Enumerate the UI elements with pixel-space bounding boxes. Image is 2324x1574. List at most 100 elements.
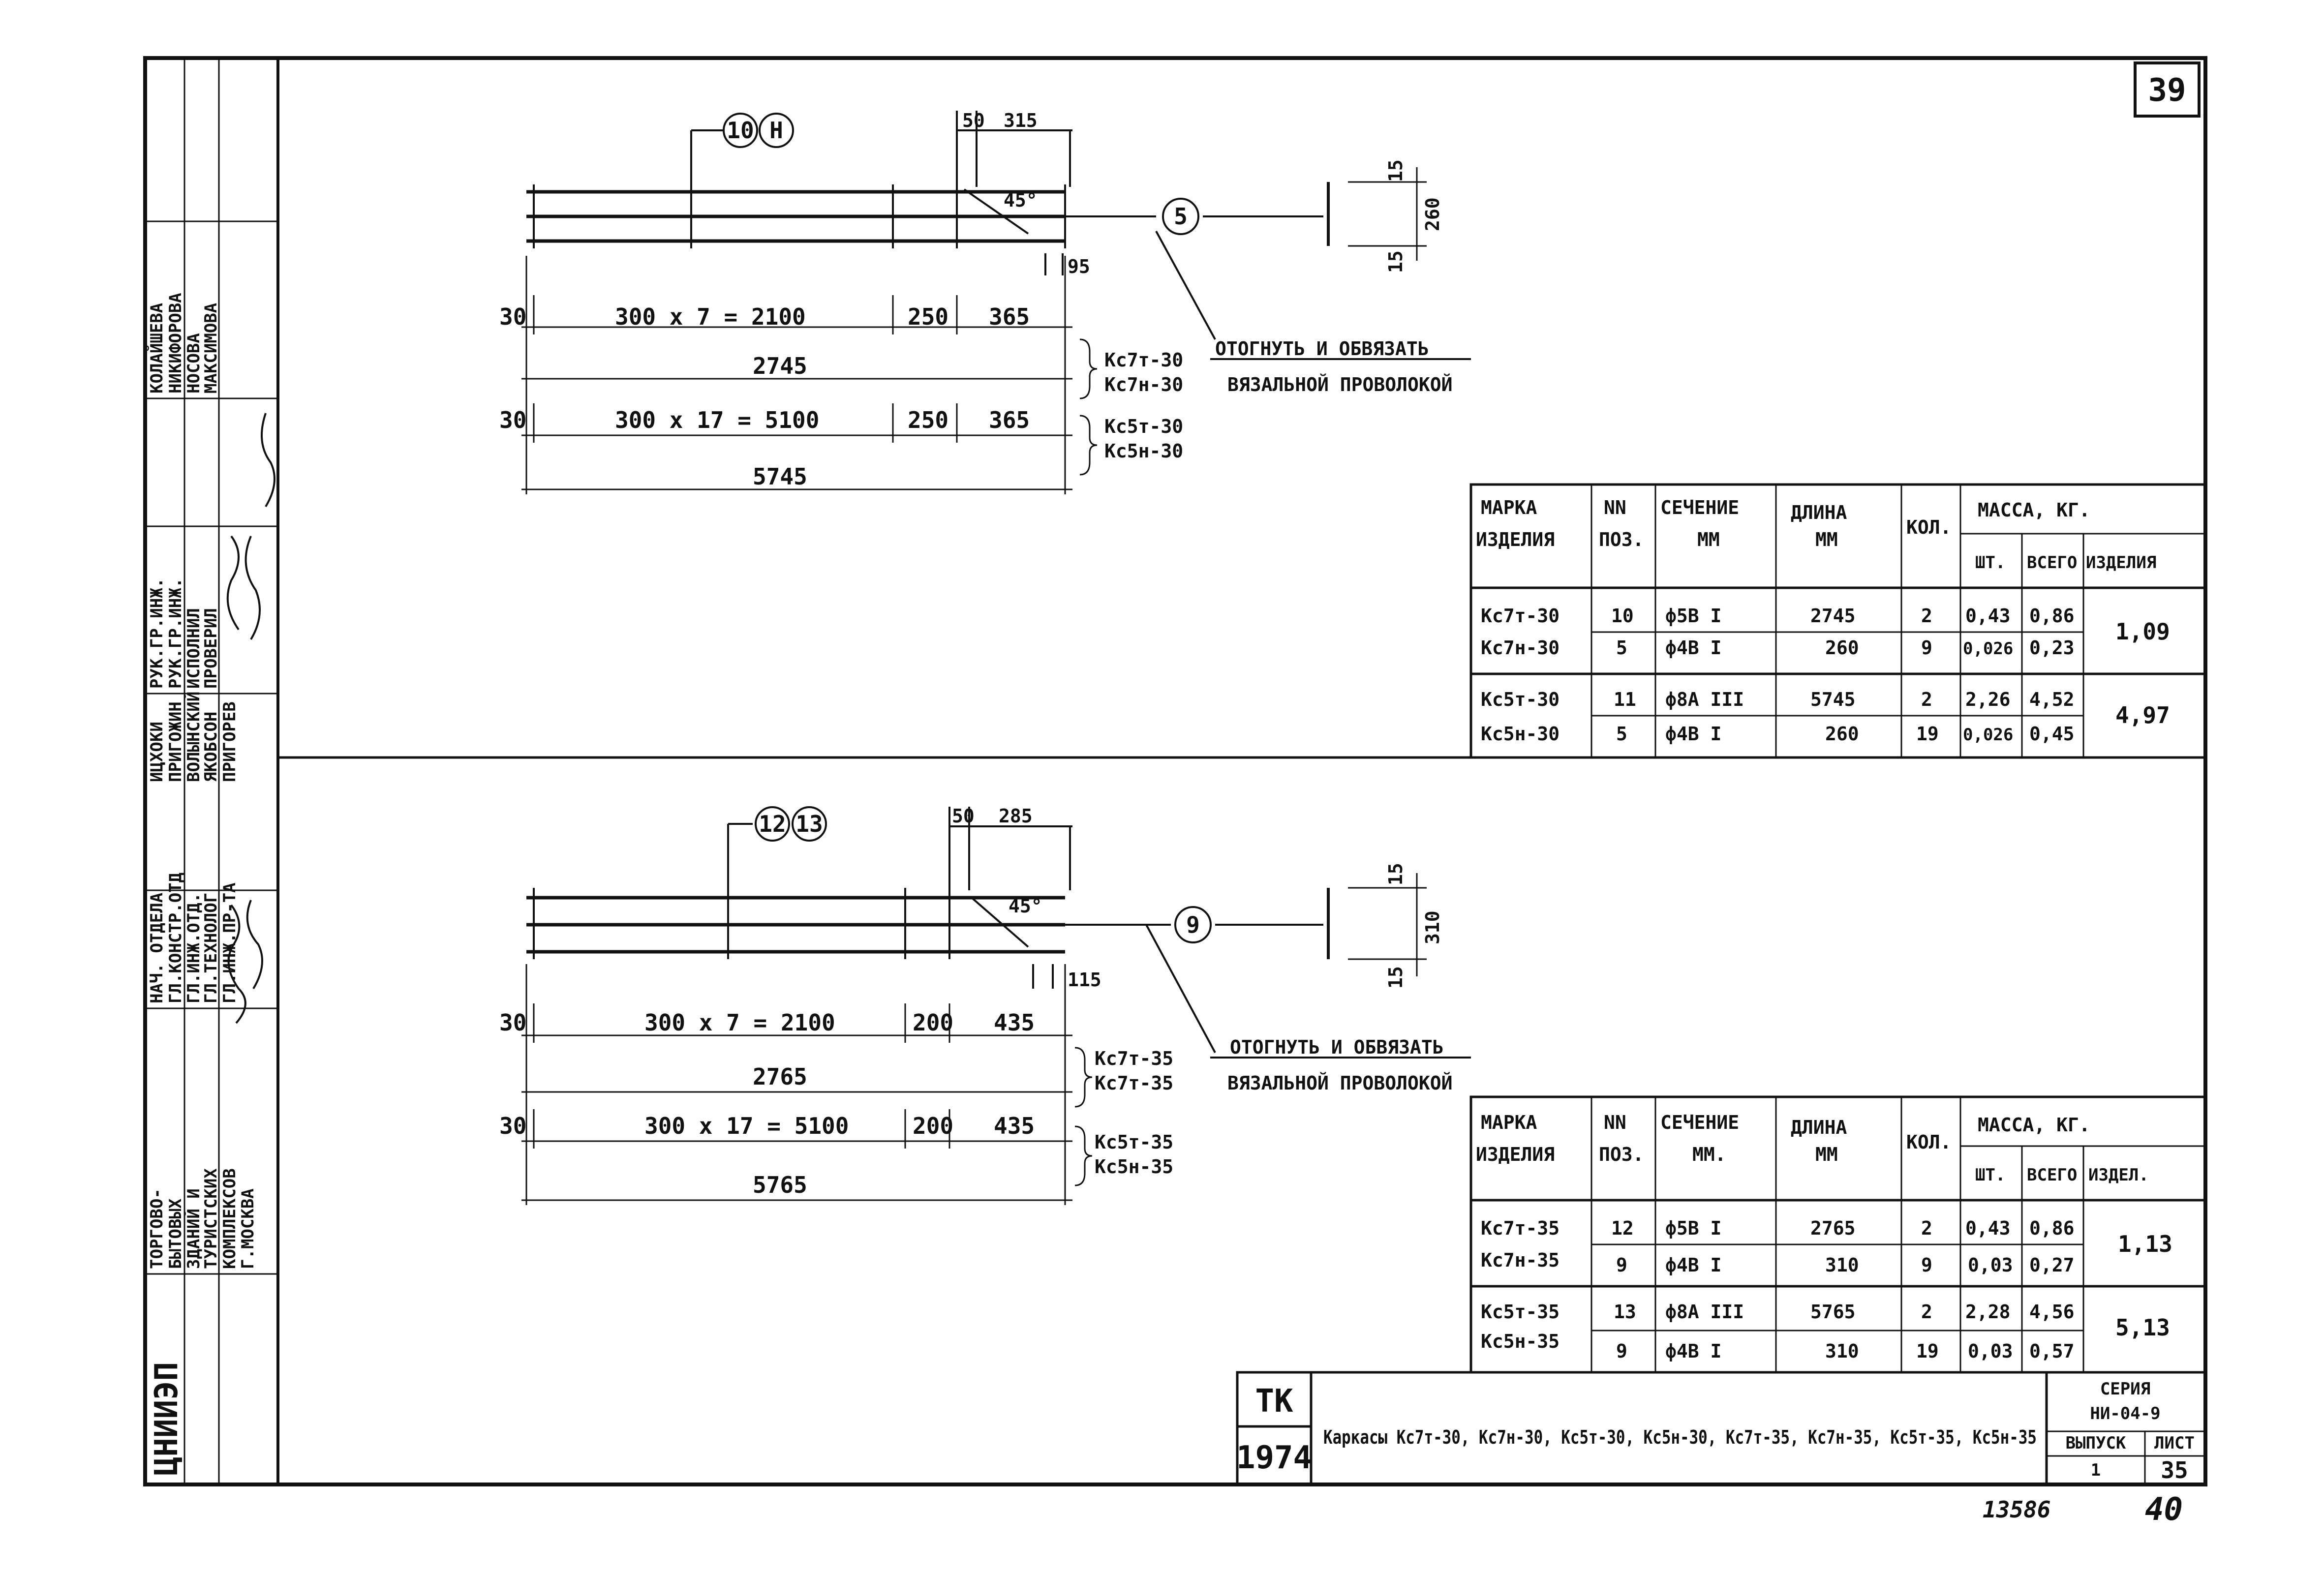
header-mass-sub: ИЗДЕЛ. [2088,1165,2149,1185]
product-mark: Кс5н-30 [1104,440,1183,462]
note-line: ВЯЗАЛЬНОЙ ПРОВОЛОКОЙ [1227,1072,1453,1094]
table-row: Кс5н-35 9 ф4В I 310 19 0,03 0,57 [1481,1331,2075,1362]
cell-qty: 2 [1921,1217,1932,1239]
angle-label: 45° [1009,895,1042,917]
cell-section: ф8А III [1665,1301,1744,1323]
stamp-role: ГЛ.КОНСТР.ОТД [166,873,185,1003]
product-mark: Кс5т-30 [1104,416,1183,437]
group-total: 1,13 [2118,1231,2172,1257]
sheet-frame [143,56,2207,1486]
stamp-surname: НОСОВА [184,333,204,394]
section-dim: 260 [1422,197,1443,231]
cell-mass-total: 0,86 [2029,605,2075,627]
dim-label: 300 x 7 = 2100 [615,303,806,330]
stamp-surname: МАКСИМОВА [201,303,221,394]
cell-mass-total: 0,45 [2029,723,2075,745]
cell-length: 260 [1825,723,1859,745]
cell-pos: 9 [1616,1254,1627,1276]
header-pos: NN [1604,497,1626,518]
cell-mass-unit: 0,026 [1963,639,2013,659]
cell-mass-total: 0,57 [2029,1340,2075,1362]
header-pos: ПОЗ. [1599,529,1644,550]
footer-number: 13586 [1983,1496,2050,1523]
header-mass-sub: ШТ. [1975,553,2005,573]
cell-section: ф4В I [1665,1340,1721,1362]
cell-pos: 13 [1614,1301,1636,1323]
product-mark: Кс7т-35 [1095,1072,1173,1094]
dim-label: 200 [913,1009,953,1036]
cell-qty: 2 [1921,1301,1932,1323]
cell-qty: 19 [1916,723,1939,745]
stamp-org-line: КОМПЛЕКСОВ [220,1168,240,1269]
table-row: Кс7т-35 12 ф5В I 2765 2 0,43 0,86 [1481,1217,2075,1239]
header-pos: ПОЗ. [1599,1144,1644,1165]
dim-label: 50 [962,110,985,131]
header-mark: МАРКА [1481,497,1537,518]
cell-mass-total: 0,86 [2029,1217,2075,1239]
cell-mass-unit: 2,26 [1965,689,2011,710]
cell-length: 2745 [1810,605,1856,627]
stamp-role: ПРОВЕРИЛ [201,608,221,689]
title-text: Каркасы Кс7т-30, Кс7н-30, Кс5т-30, Кс5н-… [1323,1426,2037,1448]
sheet-label: ЛИСТ [2154,1433,2195,1453]
cell-mass-unit: 0,026 [1963,725,2013,745]
table-row: Кс7н-30 5 ф4В I 260 9 0,026 0,23 [1481,637,2075,659]
cell-mass-unit: 2,28 [1965,1301,2011,1323]
header-qty: КОЛ. [1906,1131,1952,1153]
series-value: НИ-04-9 [2090,1404,2160,1423]
callout-pos: 12 [759,811,786,837]
cell-length: 2765 [1810,1217,1856,1239]
cell-pos: 9 [1616,1340,1627,1362]
stamp-logo: ЦНИИЭП [149,1362,185,1476]
dim-label: 30 [499,1009,526,1036]
section-dim: 310 [1422,910,1443,944]
dim-label: 435 [994,1113,1035,1139]
product-mark: Кс7н-30 [1104,374,1183,395]
cell-mark: Кс5н-30 [1481,723,1560,745]
header-mass: МАССА, КГ. [1978,499,2090,521]
note-line: ОТОГНУТЬ И ОБВЯЗАТЬ [1215,338,1429,360]
issue-value: 1 [2091,1460,2101,1480]
cell-section: ф8А III [1665,689,1744,710]
header-section: ММ [1697,529,1720,550]
product-mark: Кс5н-35 [1095,1156,1173,1178]
cell-length: 260 [1825,637,1859,659]
product-mark: Кс7т-35 [1095,1048,1173,1069]
header-mark: ИЗДЕЛИЯ [1476,529,1555,550]
dim-label: 50 [952,805,975,827]
table-row: Кс5т-35 13 ф8А III 5765 2 2,28 4,56 [1481,1301,2075,1323]
dim-label: 300 x 17 = 5100 [644,1113,849,1139]
cell-mass-unit: 0,43 [1965,1217,2011,1239]
cell-mark: Кс5н-35 [1481,1331,1560,1352]
bar-position: 5 [1174,203,1188,230]
bar-position: 9 [1186,911,1200,938]
sheet-number: 39 [2148,72,2186,109]
dim-label: 115 [1068,969,1101,991]
cell-section: ф5В I [1665,605,1721,627]
cell-length: 5765 [1810,1301,1856,1323]
title-block: ТК 1974 Каркасы Кс7т-30, Кс7н-30, Кс5т-3… [1236,1371,2207,1486]
stamp-surname: КОЛАЙШЕВА [147,303,167,394]
header-section: СЕЧЕНИЕ [1660,1112,1739,1133]
header-length: ДЛИНА [1791,502,1847,523]
stamp-surname: ЯКОБСОН [201,712,221,782]
table-row: Кс7т-30 10 ф5В I 2745 2 0,43 0,86 [1481,605,2075,627]
total-length: 5765 [753,1172,807,1198]
callout-pos: 10 [727,117,754,144]
stamp-role: ГЛ.ИНЖ.ОТД. [184,893,204,1003]
dim-label: 250 [908,407,948,433]
cell-section: ф5В I [1665,1217,1721,1239]
cell-pos: 11 [1614,689,1636,710]
cell-section: ф4В I [1665,637,1721,659]
cell-length: 310 [1825,1340,1859,1362]
angle-label: 45° [1004,189,1038,211]
cell-length: 5745 [1810,689,1856,710]
sheet-value: 35 [2161,1457,2188,1483]
stamp-org-line: Г.МОСКВА [238,1188,258,1269]
cell-mark: Кс7т-35 [1481,1217,1560,1239]
stamp-role: РУК.ГР.ИНЖ. [166,578,185,689]
section-dim: 15 [1385,159,1407,182]
product-mark: Кс7т-30 [1104,349,1183,371]
dim-label: 95 [1068,256,1090,277]
frame-drawing-35: 12 13 50 285 45° 115 9 15 310 15 [499,805,1471,1205]
